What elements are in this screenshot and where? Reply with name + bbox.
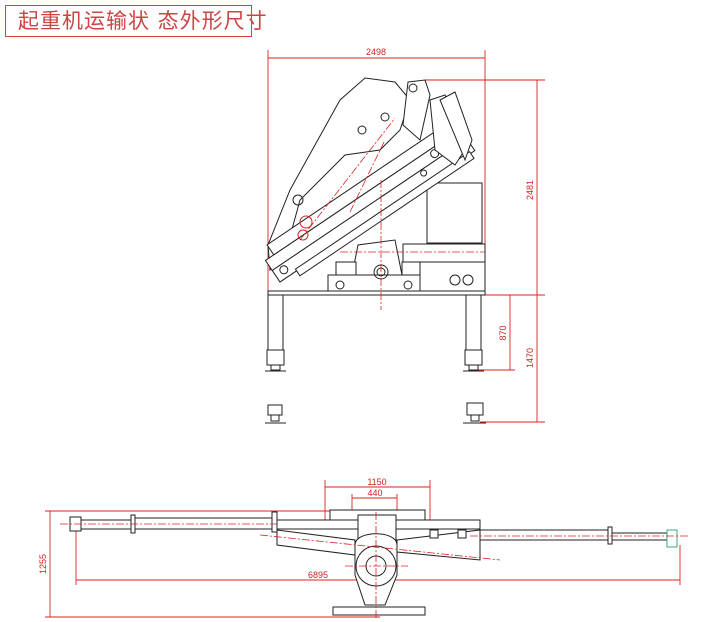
center-frame (259, 509, 501, 620)
side-view: 2498 2481 870 1470 (264, 47, 545, 424)
right-leg (463, 294, 486, 424)
hydraulic-tank (426, 182, 483, 244)
crane-base (267, 239, 486, 296)
boom-assembly (264, 77, 485, 310)
dimension-label-height: 2481 (525, 180, 535, 200)
dimension-height: 2481 (425, 79, 545, 296)
dimension-ground: 1470 (480, 295, 545, 423)
top-view: 1150 440 1255 6895 (38, 477, 690, 620)
dimension-depth: 1255 (38, 510, 380, 618)
dimension-label-ground: 1470 (525, 348, 535, 368)
dimension-label-leg: 870 (498, 325, 508, 340)
dimension-label-inner-span: 440 (367, 488, 382, 498)
drawing-title: 起重机运输状 态外形尺寸 (5, 5, 267, 37)
dimension-label-depth: 1255 (38, 554, 48, 574)
right-outrigger (470, 526, 690, 548)
dimension-label-outer-span: 1150 (367, 477, 386, 487)
dimension-label-total-length: 6895 (308, 570, 328, 580)
left-leg (265, 294, 286, 424)
dimension-label-width: 2498 (366, 47, 386, 57)
dimension-outer-span: 1150 (324, 477, 431, 520)
left-outrigger (60, 511, 285, 534)
